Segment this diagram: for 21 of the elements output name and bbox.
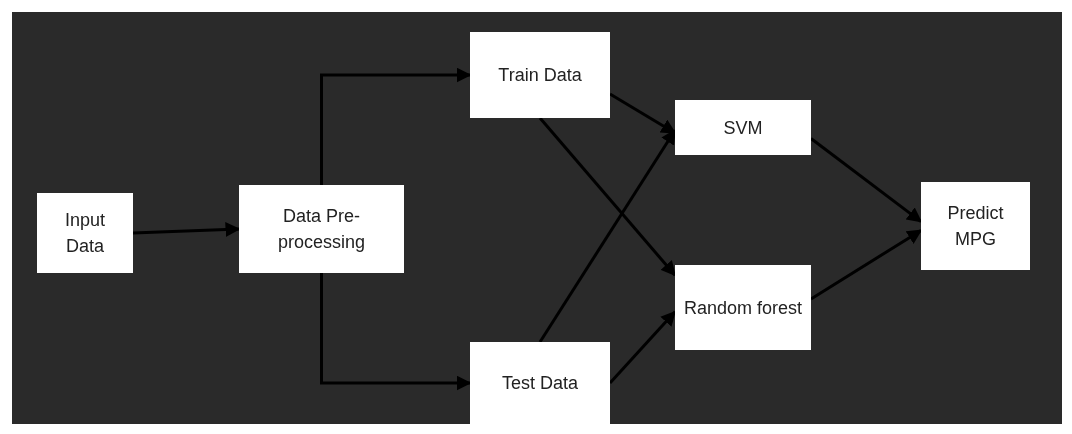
node-label: Train Data — [498, 64, 582, 87]
arrow — [320, 273, 472, 391]
arrow — [609, 92, 677, 135]
process-box — [675, 265, 811, 350]
node-label: SVM — [723, 116, 763, 140]
node-label: Test Data — [501, 372, 578, 395]
process-box — [239, 185, 404, 273]
process-box — [675, 100, 811, 155]
node-label: Random forest — [683, 296, 803, 320]
arrow — [810, 137, 923, 223]
arrow — [538, 117, 677, 277]
arrow — [810, 229, 923, 301]
node-label: Input Data — [63, 209, 106, 258]
process-box — [470, 342, 610, 424]
process-box — [921, 182, 1030, 270]
node-label: Data Pre-processing — [276, 205, 366, 254]
process-box — [37, 193, 133, 273]
node-label: Predict MPG — [946, 202, 1005, 251]
arrow — [320, 67, 472, 185]
arrow — [132, 222, 241, 237]
process-box — [470, 32, 610, 118]
